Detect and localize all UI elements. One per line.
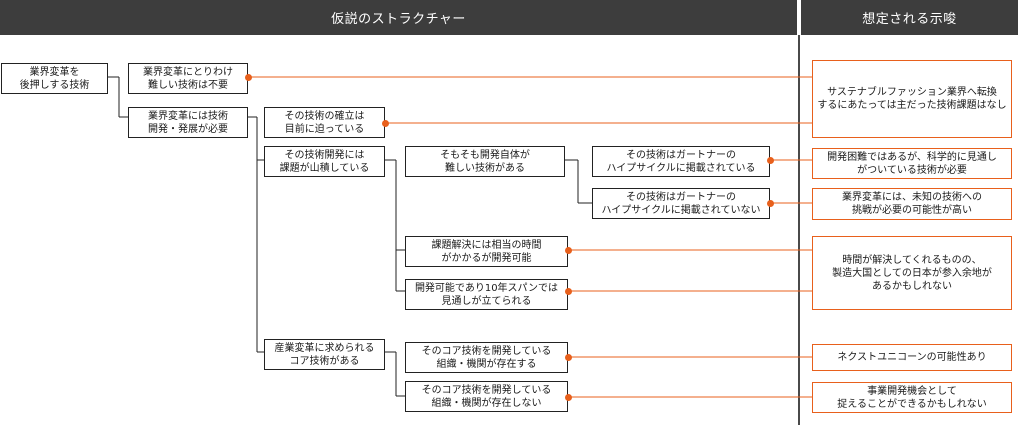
node-near: その技術の確立は 目前に迫っている <box>264 107 385 138</box>
connector-dot <box>382 120 389 127</box>
structure-header: 仮説のストラクチャー <box>0 0 797 35</box>
node-piled: その技術開発には 課題が山積している <box>264 146 385 177</box>
node-hype-no: その技術はガートナーの ハイプサイクルに掲載されていない <box>592 188 770 219</box>
connector-dot <box>767 200 774 207</box>
implication-unknown-tech: 業界変革には、未知の技術への 挑戦が必要の可能性が高い <box>812 188 1012 220</box>
node-not-needed: 業界変革にとりわけ 難しい技術は不要 <box>128 63 248 94</box>
implications-header: 想定される示唆 <box>801 0 1018 35</box>
implication-japan-entry: 時間が解決してくれるものの、 製造大国としての日本が参入余地が あるかもしれない <box>812 236 1012 310</box>
node-root: 業界変革を 後押しする技術 <box>1 63 108 94</box>
connector-dot <box>767 157 774 164</box>
structure-header-title: 仮説のストラクチャー <box>331 12 466 27</box>
implications-header-title: 想定される示唆 <box>862 12 957 27</box>
connector-dot <box>565 288 572 295</box>
node-time: 課題解決には相当の時間 がかかるが開発可能 <box>405 236 568 267</box>
implication-no-tech-issue: サステナブルファッション業界へ転換 するにあたっては主だった技術課題はなし <box>812 60 1012 138</box>
implication-next-unicorn: ネクストユニコーンの可能性あり <box>812 344 1012 371</box>
node-difficult: そもそも開発自体が 難しい技術がある <box>405 146 565 177</box>
node-10yr: 開発可能であり10年スパンでは 見通しが立てられる <box>405 279 568 310</box>
implication-business-opportunity: 事業開発機会として 捉えることができるかもしれない <box>812 382 1012 413</box>
connector-dot <box>245 74 252 81</box>
node-core: 産業変革に求められる コア技術がある <box>264 339 385 370</box>
connector-dot <box>565 247 572 254</box>
node-core-none: そのコア技術を開発している 組織・機関が存在しない <box>405 381 568 412</box>
connector-dot <box>565 354 572 361</box>
column-divider <box>798 35 800 425</box>
node-hype-yes: その技術はガートナーの ハイプサイクルに掲載されている <box>592 146 770 177</box>
node-core-exists: そのコア技術を開発している 組織・機関が存在する <box>405 342 568 373</box>
implication-scientific-outlook: 開発困難ではあるが、科学的に見通し がついている技術が必要 <box>812 148 1012 179</box>
node-needed: 業界変革には技術 開発・発展が必要 <box>128 107 248 138</box>
connector-dot <box>565 394 572 401</box>
